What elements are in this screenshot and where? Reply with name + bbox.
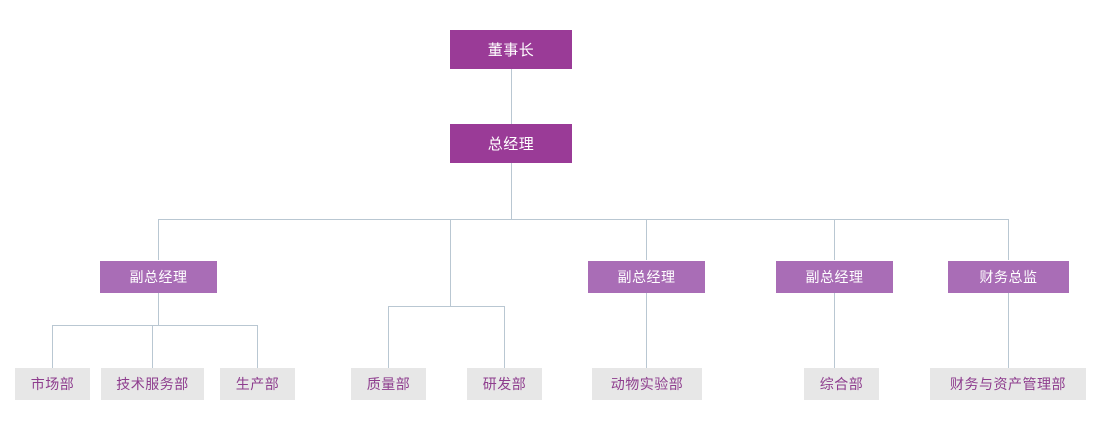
- node-dept-rd[interactable]: 研发部: [467, 368, 542, 400]
- node-dept-quality[interactable]: 质量部: [351, 368, 426, 400]
- node-dept-technical-service[interactable]: 技术服务部: [101, 368, 204, 400]
- connector-gm-stem: [511, 163, 512, 219]
- connector-bus-to-exec-1: [158, 219, 159, 260]
- node-deputy-gm-2[interactable]: 副总经理: [588, 261, 705, 293]
- connector-to-quality: [388, 306, 389, 368]
- node-dept-general-affairs[interactable]: 综合部: [804, 368, 879, 400]
- connector-to-marketing: [52, 325, 53, 368]
- node-dept-animal-lab[interactable]: 动物实验部: [592, 368, 702, 400]
- connector-to-finance-asset: [1008, 293, 1009, 368]
- connector-bus-to-cfo: [1008, 219, 1009, 260]
- node-dept-finance-asset-management[interactable]: 财务与资产管理部: [930, 368, 1086, 400]
- connector-bus-to-exec-2: [646, 219, 647, 260]
- connector-to-rd: [504, 306, 505, 368]
- node-deputy-gm-3[interactable]: 副总经理: [776, 261, 893, 293]
- node-dept-marketing[interactable]: 市场部: [15, 368, 90, 400]
- connector-to-animal-lab: [646, 293, 647, 368]
- connector-quality-rd-bus: [388, 306, 505, 307]
- connector-exec1-stem: [158, 293, 159, 325]
- connector-to-general-affairs: [834, 293, 835, 368]
- connector-bus-to-exec-3: [834, 219, 835, 260]
- connector-chairman-to-gm: [511, 69, 512, 124]
- connector-to-production: [257, 325, 258, 368]
- connector-exec1-bus: [52, 325, 258, 326]
- connector-bus-to-quality-rd-branch: [450, 219, 451, 306]
- connector-level2-bus: [158, 219, 1009, 220]
- connector-to-tech-service: [152, 325, 153, 368]
- node-chairman[interactable]: 董事长: [450, 30, 572, 69]
- node-deputy-gm-1[interactable]: 副总经理: [100, 261, 217, 293]
- node-general-manager[interactable]: 总经理: [450, 124, 572, 163]
- node-finance-director[interactable]: 财务总监: [948, 261, 1069, 293]
- node-dept-production[interactable]: 生产部: [220, 368, 295, 400]
